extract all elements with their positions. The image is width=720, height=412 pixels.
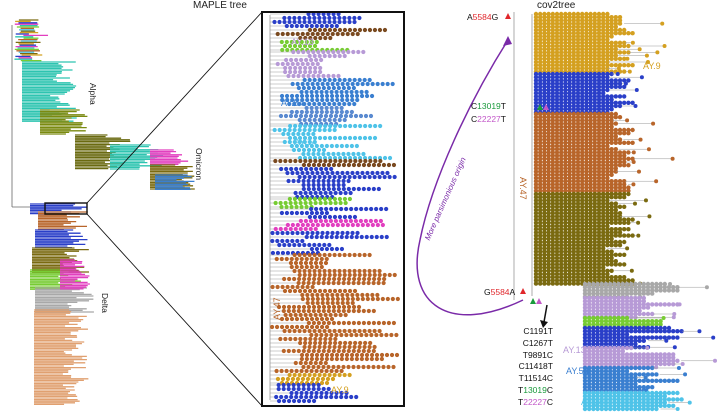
- delta-blue: [35, 229, 88, 249]
- cov2tree-lineage-band: [533, 11, 667, 74]
- mutation-list-item: C1191T: [523, 326, 553, 336]
- marker-pink-triangle-mid: [543, 104, 549, 110]
- zoom-lineage-band: [270, 382, 359, 404]
- right-lineage-ay13: AY.13: [563, 345, 586, 355]
- zoom-highlight-box: [44, 202, 88, 215]
- mutation-c22227t-pos: 22227: [477, 114, 501, 124]
- zoom-lineage-band: [270, 27, 388, 41]
- right-lineage-ay54: AY.54: [566, 366, 589, 376]
- right-lineage-ay47: AY.47: [518, 177, 528, 200]
- cov2tree-lineage-band: [533, 71, 644, 115]
- zoom-lineage-ay13: AY.13: [291, 37, 314, 47]
- marker-pink-triangle-low: [536, 298, 542, 304]
- mutation-c22227t: C22227T: [471, 114, 506, 124]
- zoom-lineage-ay14: AY.14: [294, 137, 317, 147]
- delta-magenta: [60, 259, 90, 290]
- mutation-list-item: T11514C: [518, 373, 553, 384]
- mutation-c13019t-pos: 13019: [477, 101, 501, 111]
- alpha-clade-block: [22, 61, 77, 122]
- clade-label-omicron: Omicron: [194, 148, 204, 181]
- zoom-lineage-band: [270, 11, 362, 29]
- parsimonious-origin-arrow: [416, 39, 524, 316]
- marker-red-triangle-low: [520, 288, 526, 294]
- delta-orange: [34, 309, 89, 406]
- mutation-a5584g: A5584G: [467, 12, 499, 22]
- zoom-connector-lines: [44, 11, 263, 407]
- title-cov2tree: cov2tree: [537, 0, 576, 11]
- cov2tree-lineage-band: [582, 315, 666, 330]
- marker-red-triangle-top: [505, 13, 511, 19]
- marker-green-triangle-low: [530, 298, 536, 304]
- parsimonious-arrowhead: [503, 36, 512, 46]
- maple-full-tree: [11, 19, 195, 406]
- omicron-blue: [155, 174, 195, 191]
- zoom-connector-top: [86, 11, 263, 204]
- right-lineage-ay9: AY.9: [643, 61, 661, 71]
- marker-green-triangle-mid: [537, 104, 543, 110]
- cov2tree-lineage-band: [533, 191, 652, 286]
- mutation-pointer-arrow: [543, 304, 548, 323]
- zoom-lineage-band: [270, 206, 389, 220]
- zoom-lineage-band: [270, 372, 352, 386]
- mutation-list-item: C1267T: [522, 337, 553, 348]
- mutation-list: C1191T C1267T T9891C C11418T T11514C T13…: [503, 326, 553, 409]
- cov2tree-lineage-band: [582, 390, 692, 412]
- cov2tree-lineage-band: [582, 345, 717, 370]
- zoom-lineage-band: [270, 39, 350, 53]
- mutation-g5584a: G5584A: [484, 287, 516, 297]
- zoom-lineage-ay54: AY.54: [281, 98, 304, 108]
- zoom-panel-frame: [261, 11, 405, 407]
- zoom-lineage-band: [270, 158, 397, 168]
- zoom-lineage-band: [270, 49, 366, 79]
- clade-label-delta: Delta: [100, 293, 110, 313]
- mutation-a5584g-pos: 5584: [472, 12, 492, 22]
- zoom-lineage-band: [270, 196, 352, 210]
- mutation-g5584a-pos: 5584: [490, 287, 510, 297]
- zoom-lineage-ay47: AY.47: [272, 297, 282, 320]
- zoom-lineage-band: [270, 230, 389, 256]
- cov2tree-lineage-band: [582, 365, 688, 393]
- mutation-c13019t: C13019T: [471, 101, 506, 111]
- zoom-lineage-band: [270, 77, 395, 107]
- mutation-pointer-arrowhead: [540, 320, 548, 328]
- zoom-lineage-band: [270, 123, 393, 161]
- zoom-connector-bottom: [86, 213, 263, 407]
- cov2tree-lineage-band: [533, 111, 675, 197]
- cov2tree-lineage-band: [582, 325, 716, 350]
- zoom-lineage-ay9: AY.9: [331, 385, 349, 395]
- alpha-subclade: [75, 134, 131, 170]
- mutation-list-item: T13019C: [518, 384, 553, 395]
- alpha-clade-tail: [40, 109, 88, 135]
- zoom-lineage-band: [270, 218, 385, 232]
- mutation-list-item: C11418T: [518, 361, 553, 372]
- cov2tree-tree: [513, 11, 717, 412]
- zoom-lineage-band: [269, 252, 400, 374]
- mutation-list-item: T22227C: [518, 396, 553, 407]
- clade-label-alpha: Alpha: [88, 83, 98, 105]
- title-maple-tree: MAPLE tree: [193, 0, 247, 11]
- delta-gray: [35, 287, 94, 313]
- mutation-list-item: T9891C: [522, 349, 553, 360]
- cov2tree-lineage-band: [582, 281, 709, 299]
- right-lineage-ay14: AY.14: [581, 397, 604, 407]
- maple-zoom-panel: [262, 11, 404, 406]
